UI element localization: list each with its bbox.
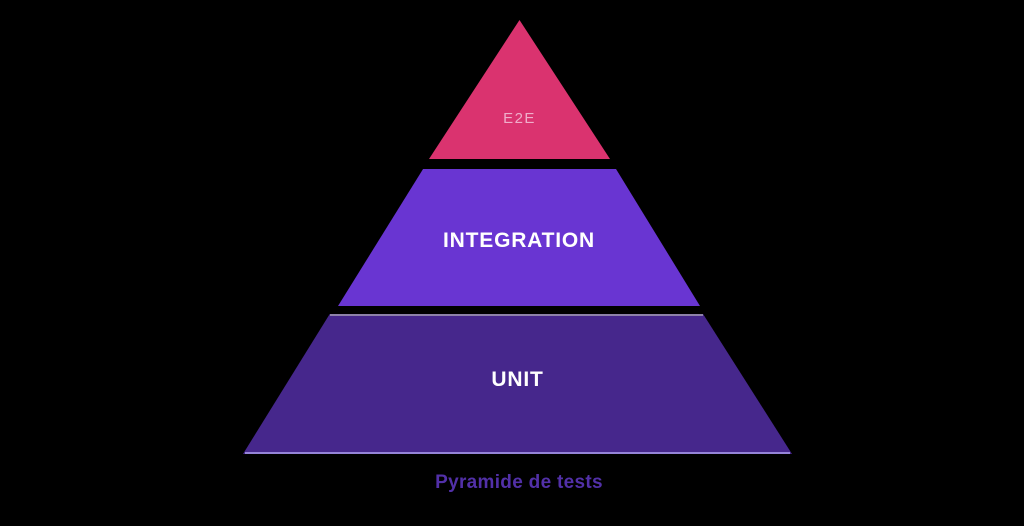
pyramid-layer-e2e: E2E [429,20,610,159]
pyramid-layer-integration: INTEGRATION [338,169,700,306]
unit-bottom-highlight-edge [245,452,790,454]
pyramid-layer-unit: UNIT [243,314,792,454]
pyramid-layer-e2e-label: E2E [503,110,536,127]
pyramid-layer-integration-label: INTEGRATION [443,229,595,252]
diagram-caption: Pyramide de tests [435,472,603,493]
pyramid-layer-unit-label: UNIT [491,368,544,391]
unit-top-highlight-edge [329,314,704,316]
